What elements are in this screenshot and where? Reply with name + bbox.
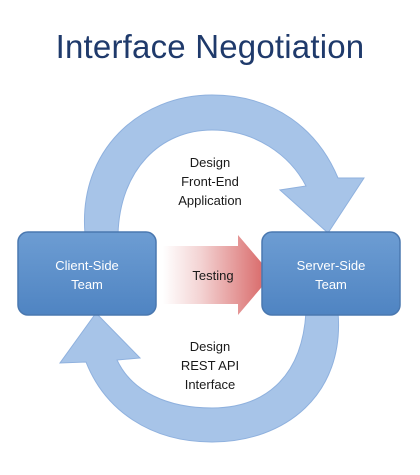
- client-side-label-line1: Client-Side: [55, 258, 119, 273]
- bottom-arrow-label-line3: Interface: [185, 377, 236, 392]
- bottom-arrow-label-line2: REST API: [181, 358, 239, 373]
- client-side-team-box: [17, 231, 157, 316]
- top-cycle-arrow: [83, 94, 365, 235]
- top-arrow-label-line1: Design: [190, 155, 230, 170]
- bottom-cycle-arrow: [58, 311, 340, 443]
- testing-arrow: [163, 235, 272, 315]
- diagram-title: Interface Negotiation: [55, 28, 365, 65]
- top-arrow-label-line3: Application: [178, 193, 242, 208]
- client-side-label-line2: Team: [71, 277, 103, 292]
- testing-label: Testing: [192, 268, 233, 283]
- bottom-arrow-label-line1: Design: [190, 339, 230, 354]
- server-side-team-box: [261, 231, 401, 316]
- server-side-label-line2: Team: [315, 277, 347, 292]
- server-side-label-line1: Server-Side: [297, 258, 366, 273]
- top-arrow-label-line2: Front-End: [181, 174, 239, 189]
